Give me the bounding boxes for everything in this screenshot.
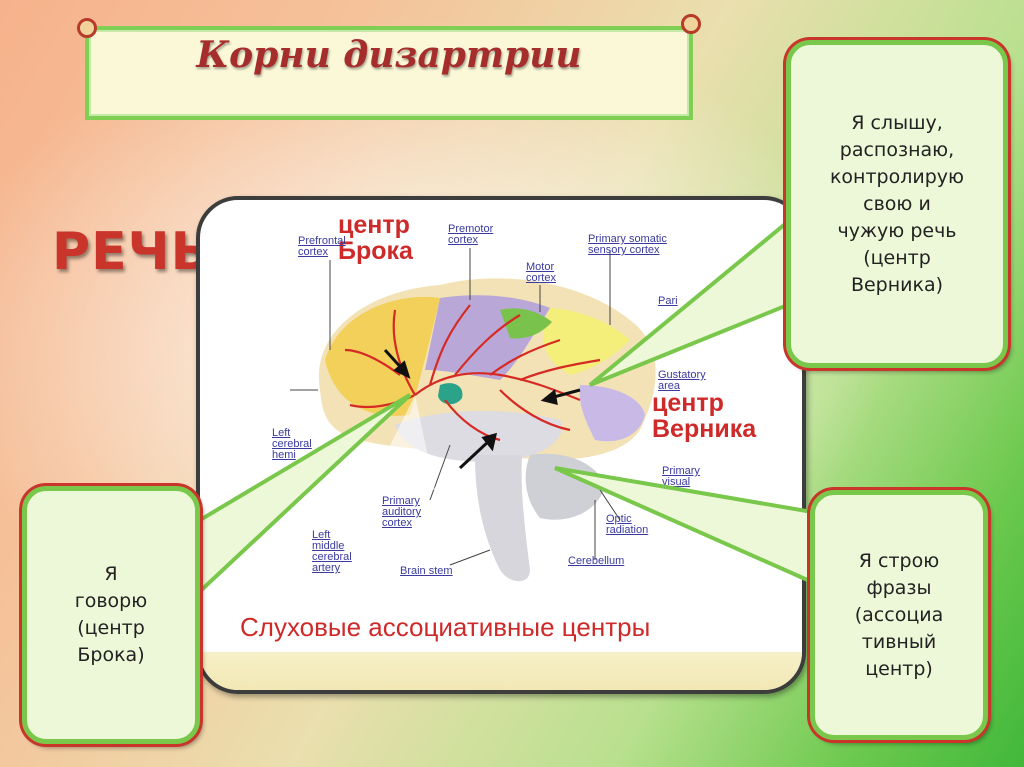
page-title: Корни дизартрии (196, 34, 582, 76)
sensory-area (542, 308, 630, 375)
pointer-arrows (383, 348, 581, 470)
scroll-curl-left (77, 18, 97, 38)
figure-bottom-strip (200, 652, 802, 690)
label-prefrontal: Prefrontal cortex (298, 235, 346, 258)
label-primary-auditory: Primary auditory cortex (382, 495, 422, 529)
arteries (344, 304, 601, 442)
callout-broca-text: Я говорю (центр Брока) (74, 563, 148, 666)
label-premotor: Premotor cortex (448, 223, 494, 246)
broca-label: центр Брока (338, 211, 413, 265)
callout-wernicke-text: Я слышу, распознаю, контролирую свою и ч… (829, 111, 965, 296)
brain-figure: центр Брока центр Верника Prefrontal cor… (196, 196, 806, 694)
scroll-curl-right (681, 14, 701, 34)
speech-heading: РЕЧЬ (52, 222, 212, 282)
light-beam (368, 395, 435, 490)
label-optic: Optic radiation (606, 513, 649, 536)
occipital-lobe (579, 385, 645, 442)
callout-wernicke: Я слышу, распознаю, контролирую свою и ч… (786, 40, 1008, 368)
brain-stem (475, 455, 530, 582)
label-cerebellum: Cerebellum (568, 555, 625, 567)
label-gustatory: Gustatory area (658, 369, 706, 392)
figure-caption: Слуховые ассоциативные центры (240, 612, 651, 642)
temporal-lobe (395, 410, 562, 462)
tail-top-right (588, 216, 803, 387)
label-motor: Motor cortex (526, 261, 556, 284)
title-paper (85, 26, 693, 120)
callout-associative-text: Я строю фразы (ассоциа тивный центр) (854, 549, 944, 680)
callout-broca: Я говорю (центр Брока) (22, 486, 200, 744)
label-left-hemisphere: Left cerebral hemi (272, 427, 312, 461)
tail-bottom-left (176, 393, 412, 616)
auditory-spot (438, 383, 463, 405)
wernicke-label: центр Верника (652, 389, 757, 443)
motor-area (500, 308, 552, 339)
label-middle-artery: Left middle cerebral artery (312, 529, 352, 574)
callout-associative: Я строю фразы (ассоциа тивный центр) (810, 490, 988, 740)
label-somatic: Primary somatic sensory cortex (588, 233, 667, 256)
label-parietal: Pari (658, 295, 678, 307)
label-brain-stem: Brain stem (400, 565, 453, 577)
cerebellum (525, 453, 605, 520)
title-banner: Корни дизартрии (75, 14, 703, 126)
brain-drawing (290, 248, 656, 582)
tail-bottom-right (554, 466, 832, 594)
leader-lines (290, 248, 621, 566)
